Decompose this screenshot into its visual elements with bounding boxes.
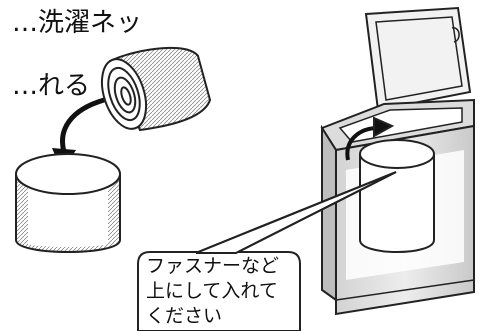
callout-text: ファスナーなど 上にして入れて ください: [146, 254, 294, 331]
callout-line-2: 上にして入れて: [146, 280, 278, 302]
callout-bubble-icon: [137, 171, 397, 331]
rolled-net-icon: [100, 46, 212, 132]
instruction-text-line-1: …洗濯ネッ: [12, 8, 143, 38]
laundry-net-icon: [15, 153, 121, 253]
washing-machine-icon: [320, 6, 475, 316]
callout-line-1: ファスナーなど: [146, 255, 280, 277]
instruction-text-line-2: …れる: [12, 71, 91, 101]
callout-line-3: ください: [146, 305, 223, 327]
